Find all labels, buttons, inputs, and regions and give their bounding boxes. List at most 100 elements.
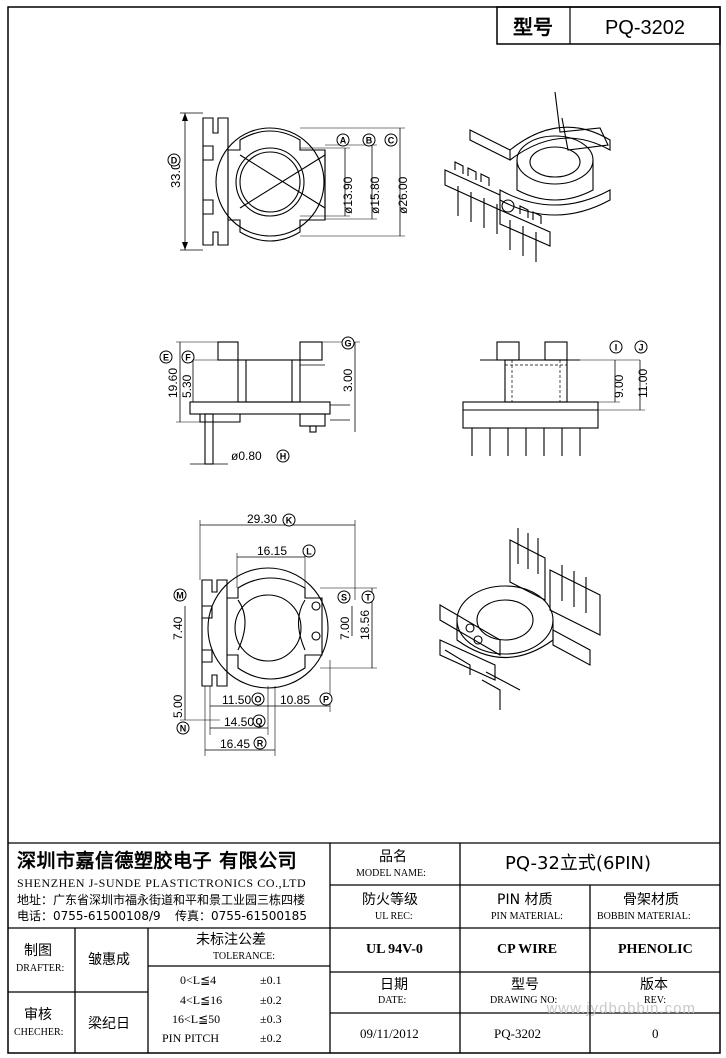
drawing-no-en: DRAWING NO:: [490, 995, 558, 1006]
checker-cn: 审核: [24, 1007, 52, 1023]
dim-M-marker: [173, 588, 187, 602]
iso-view-bottom: [439, 528, 601, 710]
dim-O-letter: O: [254, 695, 261, 705]
rev-cn: 版本: [640, 977, 668, 993]
model-name-cn: 品名: [379, 849, 407, 865]
dim-H-marker: [276, 449, 290, 463]
dim-C-letter: C: [388, 136, 395, 146]
pin-material-en: PIN MATERIAL:: [491, 911, 563, 922]
tolerance-value: ±0.1: [260, 973, 282, 987]
dim-Q-letter: Q: [255, 717, 262, 727]
bobbin-material-en: BOBBIN MATERIAL:: [597, 911, 691, 922]
header-model: PQ-3202: [605, 17, 685, 39]
side-view: [176, 341, 360, 465]
dim-E-marker: [159, 350, 173, 364]
rev-value: 0: [652, 1026, 659, 1041]
drafter-value: 皱惠成: [88, 952, 130, 968]
drawing-no-value: PQ-3202: [494, 1026, 541, 1041]
checker-en: CHECHER:: [14, 1027, 64, 1038]
company-phone: 电话：0755-61500108/9: [17, 909, 161, 923]
dim-L-value: 16.15: [257, 544, 287, 558]
watermark: www.jydbobbin.com: [546, 1000, 696, 1017]
dim-A-letter: A: [340, 136, 347, 146]
dim-O-value: 11.50: [222, 693, 251, 707]
dim-R-marker: [253, 736, 267, 750]
dim-K-value: 29.30: [247, 512, 277, 526]
tolerance-en: TOLERANCE:: [213, 951, 276, 962]
tolerance-value: ±0.2: [260, 1031, 282, 1045]
date-value: 09/11/2012: [360, 1026, 419, 1041]
dim-N-letter: N: [180, 724, 187, 734]
company-name-en: SHENZHEN J-SUNDE PLASTICTRONICS CO.,LTD: [17, 876, 307, 890]
dim-J-marker: [634, 340, 648, 354]
dim-K-marker: [282, 513, 296, 527]
dim-S-value: 7.00: [338, 616, 352, 640]
dim-L-marker: [302, 544, 316, 558]
date-cn: 日期: [380, 977, 408, 993]
dim-G-letter: G: [344, 339, 351, 349]
dim-Q-marker: [252, 714, 266, 728]
tolerance-range: 0<L≦4: [180, 973, 217, 987]
dim-T-letter: T: [365, 593, 371, 603]
dim-D-marker: [167, 153, 181, 167]
top-view: [180, 112, 405, 251]
drafter-en: DRAFTER:: [16, 963, 65, 974]
title-block-grid: [8, 842, 720, 1053]
tolerance-range: 16<L≦50: [172, 1012, 221, 1026]
ul-rec-en: UL REC:: [375, 911, 413, 922]
company-fax: 传真：0755-61500185: [175, 909, 307, 923]
drawing-no-cn: 型号: [511, 977, 539, 993]
dim-R-value: 16.45: [220, 737, 250, 751]
dim-F-marker: [181, 350, 195, 364]
dim-K-letter: K: [286, 516, 293, 526]
checker-value: 梁纪日: [88, 1016, 130, 1032]
dim-S-letter: S: [341, 593, 347, 603]
dim-M-value: 7.40: [171, 616, 185, 640]
date-en: DATE:: [378, 995, 407, 1006]
tolerance-range: 4<L≦16: [180, 993, 223, 1007]
rev-en: REV:: [644, 995, 667, 1006]
sheet-border: [7, 6, 721, 1054]
dim-R-letter: R: [257, 739, 264, 749]
bottom-view: [180, 520, 377, 756]
dim-Q-value: 14.50: [224, 715, 254, 729]
front-view: [462, 341, 645, 456]
dim-I-marker: [609, 340, 623, 354]
dim-T-marker: [361, 590, 375, 604]
dim-J-value: 11.00: [636, 369, 650, 398]
dim-F-value: 5.30: [180, 374, 194, 398]
dim-S-marker: [337, 590, 351, 604]
dim-P-letter: P: [323, 695, 329, 705]
pin-material-value: CP WIRE: [497, 942, 558, 957]
bobbin-material-value: PHENOLIC: [618, 942, 693, 957]
dim-A-value: ø13.90: [341, 176, 355, 214]
dim-N-marker: [176, 721, 190, 735]
dim-M-letter: M: [176, 591, 184, 601]
dim-I-letter: I: [615, 343, 618, 353]
header-box: [496, 6, 721, 45]
tolerance-value: ±0.3: [260, 1012, 282, 1026]
header-type-label: 型号: [513, 16, 553, 39]
model-name-value: PQ-32立式(6PIN): [505, 853, 652, 874]
dim-B-marker: [362, 133, 376, 147]
dim-G-value: 3.00: [341, 368, 355, 392]
dim-G-marker: [341, 336, 355, 350]
tolerance-value: ±0.2: [260, 993, 282, 1007]
ul-rec-cn: 防火等级: [362, 892, 418, 908]
tolerance-cn: 未标注公差: [196, 932, 266, 948]
dim-H-value: ø0.80: [231, 449, 262, 463]
dim-B-letter: B: [366, 136, 373, 146]
dim-I-value: 9.00: [612, 374, 626, 398]
dim-B-value: ø15.80: [368, 176, 382, 214]
company-name-cn: 深圳市嘉信德塑胶电子 有限公司: [17, 850, 298, 872]
dim-O-marker: [251, 692, 265, 706]
dim-T-value: 18.56: [358, 610, 372, 640]
dim-A-marker: [336, 133, 350, 147]
drafter-cn: 制图: [24, 943, 52, 959]
dim-F-letter: F: [185, 353, 191, 363]
dim-C-value: ø26.00: [396, 176, 410, 214]
dim-E-letter: E: [163, 353, 169, 363]
